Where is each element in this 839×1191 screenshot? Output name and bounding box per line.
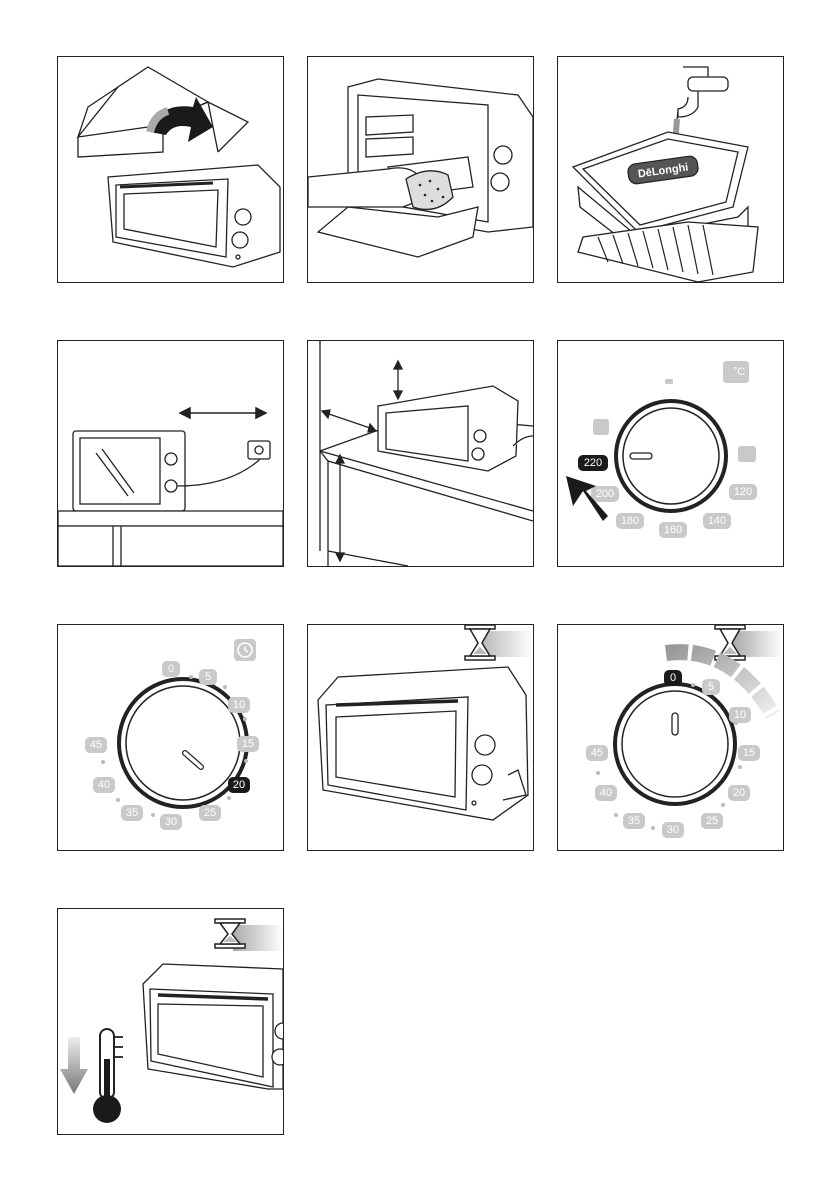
panel-clean (307, 56, 534, 283)
timer-40-label: 40 (600, 787, 612, 799)
timer-15-label: 15 (242, 738, 254, 750)
timer-0-label: 0 (168, 663, 174, 675)
timer-5-label: 5 (708, 681, 714, 693)
timer-40-label: 40 (98, 779, 110, 791)
thermometer-icon (93, 1029, 123, 1123)
cool-down-illustration (58, 909, 283, 1134)
panel-timer-dial-end: 0 5 10 15 20 25 30 35 40 45 (557, 624, 784, 851)
timer-5-label: 5 (205, 671, 211, 683)
panel-plug (57, 340, 284, 567)
temp-220-label: 220 (584, 457, 602, 469)
panel-temperature-dial: °C 220 200 180 160 140 120 (557, 340, 784, 567)
timer-25-label: 25 (204, 807, 216, 819)
unpack-illustration (58, 57, 283, 282)
timer-10-label: 10 (734, 709, 746, 721)
timer-dial-end-illustration: 0 5 10 15 20 25 30 35 40 45 (558, 625, 783, 850)
panel-oven-operating (307, 624, 534, 851)
panel-wash: DēLonghi (557, 56, 784, 283)
timer-20-label: 20 (733, 787, 745, 799)
panel-clearance (307, 340, 534, 567)
clearance-illustration (308, 341, 533, 566)
timer-20-label: 20 (233, 779, 245, 791)
temp-180-label: 180 (621, 515, 639, 527)
timer-30-label: 30 (667, 824, 679, 836)
timer-0-label: 0 (670, 672, 676, 684)
wash-illustration: DēLonghi (558, 57, 783, 282)
arrow-icon (60, 1037, 88, 1094)
panel-cool-down (57, 908, 284, 1135)
timer-25-label: 25 (706, 815, 718, 827)
temp-120-label: 120 (734, 486, 752, 498)
temperature-dial-illustration: °C 220 200 180 160 140 120 (558, 341, 783, 566)
timer-10-label: 10 (233, 699, 245, 711)
timer-35-label: 35 (126, 807, 138, 819)
panel-unpack (57, 56, 284, 283)
timer-dial-illustration: 0 5 10 15 20 25 30 35 40 45 (58, 625, 283, 850)
temp-160-label: 160 (664, 524, 682, 536)
temp-200-label: 200 (596, 488, 614, 500)
faucet-icon (676, 67, 728, 127)
timer-45-label: 45 (591, 747, 603, 759)
plug-illustration (58, 341, 283, 566)
timer-15-label: 15 (743, 747, 755, 759)
panel-timer-dial-set: 0 5 10 15 20 25 30 35 40 45 (57, 624, 284, 851)
timer-45-label: 45 (90, 739, 102, 751)
svg-text:°C: °C (733, 366, 745, 378)
timer-30-label: 30 (165, 816, 177, 828)
oven-operating-illustration (308, 625, 533, 850)
timer-35-label: 35 (628, 815, 640, 827)
temp-140-label: 140 (708, 515, 726, 527)
clean-illustration (308, 57, 533, 282)
